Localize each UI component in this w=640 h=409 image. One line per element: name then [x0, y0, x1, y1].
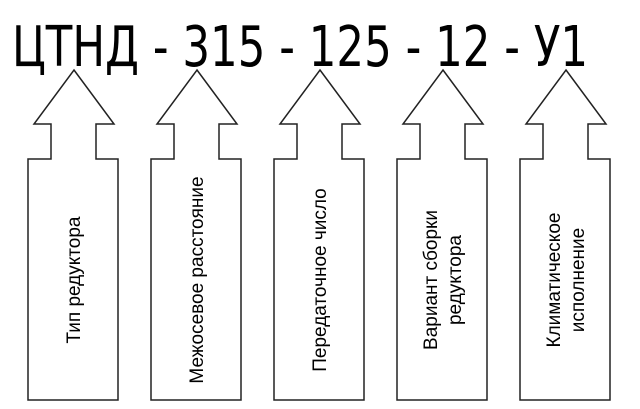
arrow-shape [396, 68, 488, 401]
arrow-label: Вариант сборки [421, 210, 442, 350]
arrow-3: Передаточное число [273, 68, 365, 401]
arrow-shape [519, 68, 611, 401]
arrow-label: исполнение [568, 228, 589, 332]
arrow-shape [27, 68, 119, 401]
arrow-label: Тип редуктора [64, 216, 85, 343]
arrow-shape [273, 68, 365, 401]
arrow-label: Климатическое [544, 213, 565, 348]
arrow-shape [150, 68, 242, 401]
arrow-1: Тип редуктора [27, 68, 119, 401]
arrow-label: Передаточное число [310, 188, 331, 372]
arrow-label: Межосевое расстояние [187, 176, 208, 383]
arrow-2: Межосевое расстояние [150, 68, 242, 401]
arrow-label: редуктора [445, 235, 466, 325]
designation-title: ЦТНД - 315 - 125 - 12 - У1 [12, 14, 588, 79]
